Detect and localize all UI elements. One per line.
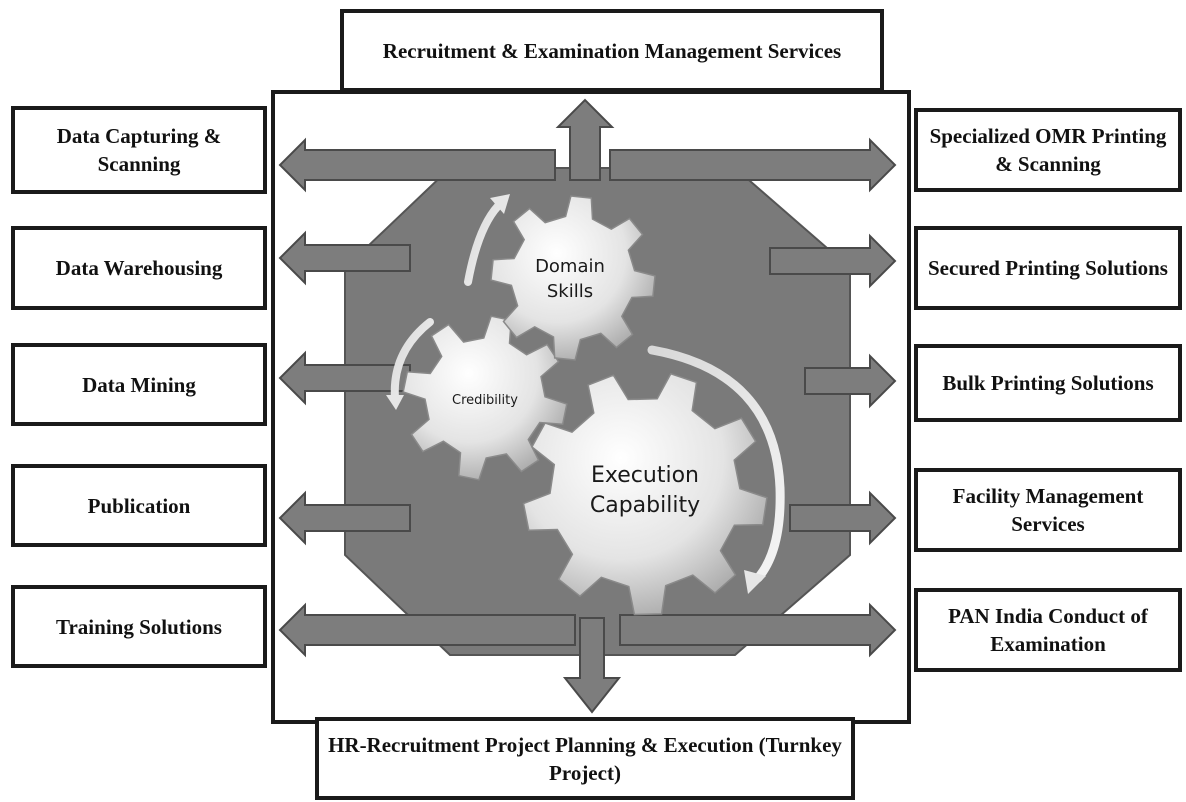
- arrow-right-pan-india: [619, 602, 897, 658]
- left-box-data-capturing: Data Capturing & Scanning: [11, 106, 267, 194]
- curved-arrow-credibility-to-domain: [464, 194, 510, 286]
- right-box-pan-india: PAN India Conduct of Examination: [914, 588, 1182, 672]
- arrow-right-secured-printing: [769, 233, 897, 289]
- arrow-right-omr: [609, 137, 897, 193]
- execution-capability-gear-icon: [522, 372, 768, 616]
- right-box-secured-printing: Secured Printing Solutions: [914, 226, 1182, 310]
- right-box-facility-management: Facility Management Services: [914, 468, 1182, 552]
- curved-arrow-domain-to-credibility: [386, 318, 434, 410]
- arrow-left-publication: [278, 490, 411, 546]
- arrow-left-data-capturing: [278, 137, 556, 193]
- arrow-down-hr-recruitment: [562, 617, 622, 714]
- curved-arrow-domain-to-execution: [647, 345, 785, 594]
- left-box-data-warehousing: Data Warehousing: [11, 226, 267, 310]
- top-service-box: Recruitment & Examination Management Ser…: [340, 9, 884, 92]
- arrow-right-facility: [789, 490, 897, 546]
- credibility-label: Credibility: [452, 393, 518, 408]
- left-box-training-solutions: Training Solutions: [11, 585, 267, 668]
- right-box-specialized-omr: Specialized OMR Printing & Scanning: [914, 108, 1182, 192]
- left-box-publication: Publication: [11, 464, 267, 547]
- arrow-right-bulk-printing: [804, 353, 897, 409]
- bottom-service-box: HR-Recruitment Project Planning & Execut…: [315, 717, 855, 800]
- domain-skills-label-line1: Domain: [535, 256, 605, 277]
- credibility-gear-icon: [402, 315, 568, 481]
- domain-skills-gear-icon: [490, 195, 656, 361]
- domain-skills-label-line2: Skills: [547, 281, 593, 302]
- execution-capability-label-line2: Capability: [590, 493, 700, 518]
- left-box-data-mining: Data Mining: [11, 343, 267, 426]
- arrow-left-data-warehousing: [278, 230, 411, 286]
- arrow-up-recruitment: [555, 98, 615, 181]
- execution-capability-label-line1: Execution: [591, 463, 699, 488]
- right-box-bulk-printing: Bulk Printing Solutions: [914, 344, 1182, 422]
- arrow-left-training: [278, 602, 576, 658]
